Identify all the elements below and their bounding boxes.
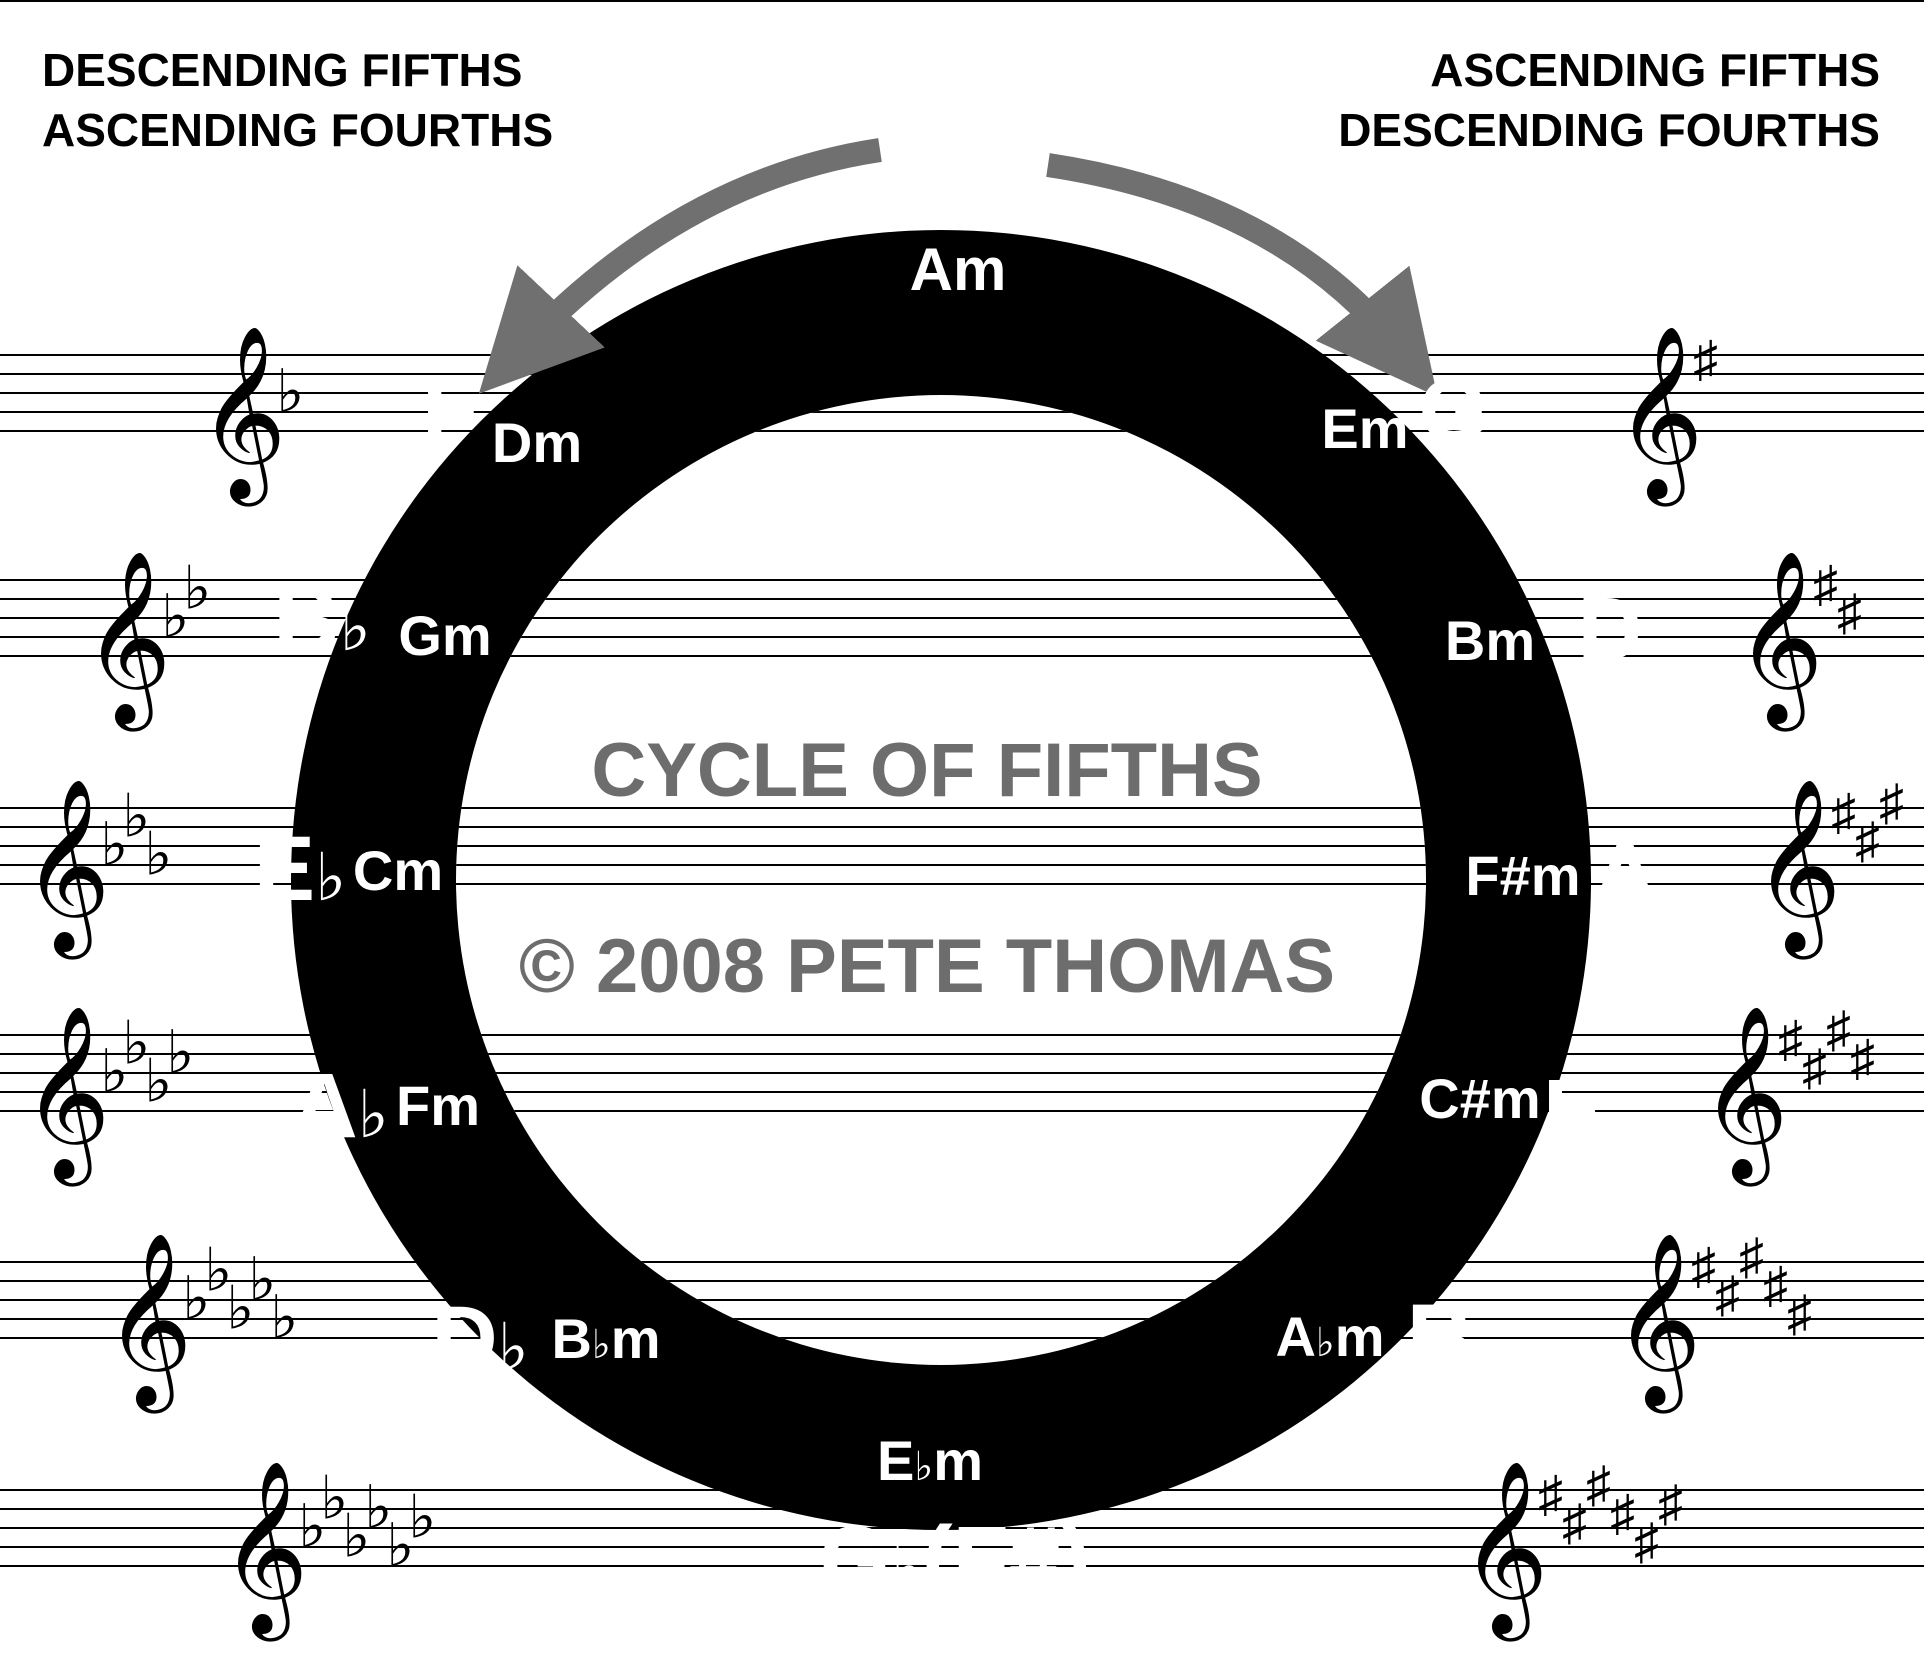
flat-sign-icon: ♭ xyxy=(182,1265,210,1332)
header-right-line1: ASCENDING FIFTHS xyxy=(1430,44,1880,96)
treble-clef-icon: 𝄞 xyxy=(1753,780,1842,960)
key-b-minor: A♭m xyxy=(1275,1305,1384,1368)
key-bb-major: B♭ xyxy=(273,568,371,670)
flat-sign-icon: ♭ xyxy=(144,821,172,888)
sharp-sign-icon: ♯ xyxy=(1715,1267,1740,1323)
key-b-major: B xyxy=(1407,1286,1473,1388)
treble-clef-icon: 𝄞 xyxy=(1613,1234,1702,1414)
curved-arrow-icon xyxy=(1046,153,1438,397)
treble-clef-icon: 𝄞 xyxy=(104,1234,193,1414)
flat-sign-icon: ♭ xyxy=(122,783,150,850)
sharp-sign-icon: ♯ xyxy=(1850,1030,1875,1086)
sharp-sign-icon: ♯ xyxy=(1691,1238,1716,1294)
flat-sign-icon: ♭ xyxy=(144,1048,172,1115)
key-eb-major: E♭ xyxy=(254,818,347,920)
key-eb-minor: Cm xyxy=(353,839,443,902)
inner-staff-lines xyxy=(456,411,1426,1339)
key-c-major: C xyxy=(919,115,991,227)
sharp-sign-icon: ♯ xyxy=(1658,1476,1683,1532)
sharp-sign-icon: ♯ xyxy=(1831,784,1856,840)
key-e-major: E xyxy=(1543,1062,1603,1162)
key-db-minor: B♭m xyxy=(551,1307,660,1370)
treble-clef-icon: 𝄞 xyxy=(198,327,287,507)
key-f-major: F xyxy=(422,358,478,460)
header-right-line2: DESCENDING FOURTHS xyxy=(1338,104,1880,156)
sharp-sign-icon: ♯ xyxy=(1787,1286,1812,1342)
flat-sign-icon: ♭ xyxy=(100,811,128,878)
sharp-sign-icon: ♯ xyxy=(1837,585,1862,641)
key-d-major: D xyxy=(1578,580,1643,680)
key-c-minor: Am xyxy=(910,236,1007,303)
treble-clef-icon: 𝄞 xyxy=(83,552,172,732)
sharp-sign-icon: ♯ xyxy=(1778,1011,1803,1067)
flat-sign-icon: ♭ xyxy=(226,1275,254,1342)
treble-clef-icon: 𝄞 xyxy=(220,1462,309,1642)
diagram-title: CYCLE OF FIFTHS xyxy=(591,728,1262,813)
flat-sign-icon: ♭ xyxy=(276,358,304,425)
sharp-sign-icon: ♯ xyxy=(1634,1514,1659,1570)
key-e-minor: C#m xyxy=(1419,1067,1540,1130)
treble-clef-icon: 𝄞 xyxy=(22,780,111,960)
sharp-sign-icon: ♯ xyxy=(1855,813,1880,869)
flat-sign-icon: ♭ xyxy=(100,1038,128,1105)
flat-sign-icon: ♭ xyxy=(248,1246,276,1313)
key-d-minor: Bm xyxy=(1445,609,1535,672)
flat-sign-icon: ♭ xyxy=(364,1474,392,1541)
key-f-minor: Dm xyxy=(492,411,582,474)
sharp-sign-icon: ♯ xyxy=(1802,1040,1827,1096)
header-left-line2: ASCENDING FOURTHS xyxy=(42,104,553,156)
sharp-sign-icon: ♯ xyxy=(1538,1466,1563,1522)
sharp-sign-icon: ♯ xyxy=(1826,1002,1851,1058)
flat-sign-icon: ♭ xyxy=(298,1493,326,1560)
flat-sign-icon: ♭ xyxy=(166,1019,194,1086)
sharp-sign-icon: ♯ xyxy=(1586,1457,1611,1513)
key-db-major: D♭ xyxy=(431,1288,529,1390)
flat-sign-icon: ♭ xyxy=(342,1503,370,1570)
treble-clef-icon: 𝄞 xyxy=(1615,327,1704,507)
key-g-minor: Em xyxy=(1321,397,1408,460)
treble-clef-icon: 𝄞 xyxy=(1460,1462,1549,1642)
flat-sign-icon: ♭ xyxy=(270,1284,298,1351)
copyright-text: © 2008 PETE THOMAS xyxy=(519,924,1335,1009)
key-a-minor: F#m xyxy=(1465,844,1580,907)
sharp-sign-icon: ♯ xyxy=(1610,1485,1635,1541)
sharp-sign-icon: ♯ xyxy=(1879,775,1904,831)
key-g-major: G xyxy=(1419,360,1487,459)
key-signatures: 𝄞♭𝄞♭♭𝄞♭♭♭𝄞♭♭♭♭𝄞♭♭♭♭♭𝄞♭♭♭♭♭♭𝄞♯𝄞♯♯𝄞♯♯♯𝄞♯♯♯… xyxy=(22,327,1904,1642)
treble-clef-icon: 𝄞 xyxy=(1735,552,1824,732)
key-a-major: A xyxy=(1593,825,1658,925)
flat-sign-icon: ♭ xyxy=(204,1237,232,1304)
flat-sign-icon: ♭ xyxy=(161,583,189,650)
sharp-sign-icon: ♯ xyxy=(1813,556,1838,612)
sharp-sign-icon: ♯ xyxy=(1763,1257,1788,1313)
key-ab-major: A♭ xyxy=(291,1055,389,1157)
sharp-sign-icon: ♯ xyxy=(1562,1495,1587,1551)
flat-sign-icon: ♭ xyxy=(183,555,211,622)
key-gb-minor: E♭m xyxy=(877,1429,983,1492)
treble-clef-icon: 𝄞 xyxy=(22,1007,111,1187)
key-gb-major: G♭(F#) xyxy=(819,1508,1090,1610)
curved-arrow-icon xyxy=(478,138,882,394)
inner-circle xyxy=(456,395,1426,1365)
sharp-sign-icon: ♯ xyxy=(1739,1229,1764,1285)
flat-sign-icon: ♭ xyxy=(320,1465,348,1532)
flat-sign-icon: ♭ xyxy=(386,1512,414,1579)
flat-sign-icon: ♭ xyxy=(122,1010,150,1077)
flat-sign-icon: ♭ xyxy=(408,1484,436,1551)
sharp-sign-icon: ♯ xyxy=(1693,331,1718,387)
key-bb-minor: Gm xyxy=(398,604,491,667)
treble-clef-icon: 𝄞 xyxy=(1700,1007,1789,1187)
header-left-line1: DESCENDING FIFTHS xyxy=(42,44,522,96)
key-ab-minor: Fm xyxy=(396,1074,480,1137)
